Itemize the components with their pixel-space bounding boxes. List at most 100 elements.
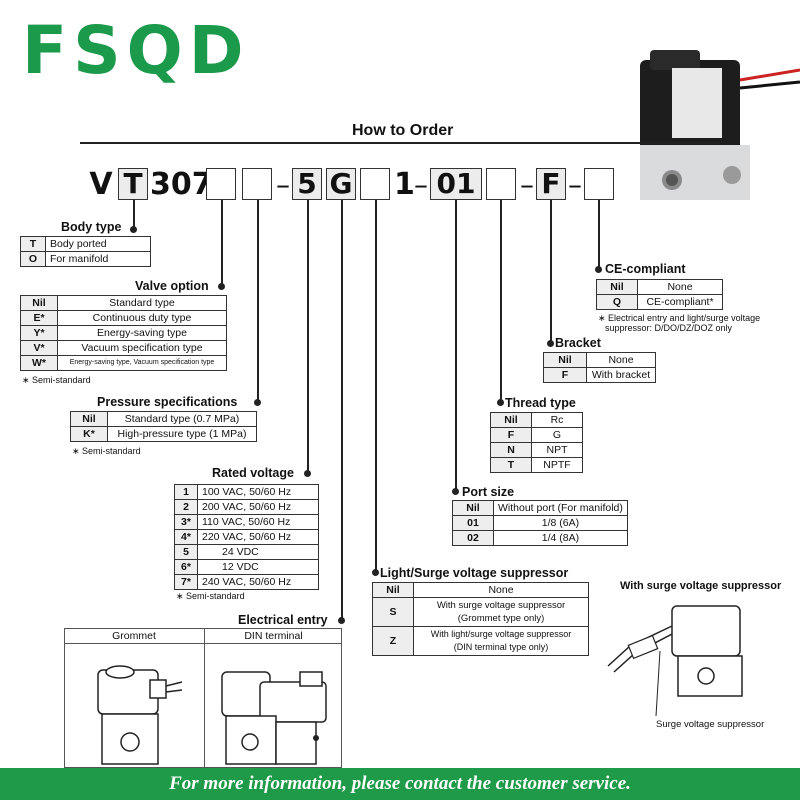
table-cell: Nil xyxy=(70,411,108,427)
surge-suppressor-label: Surge voltage suppressor xyxy=(656,719,765,730)
table-cell: 01 xyxy=(452,515,494,531)
table-cell: Standard type xyxy=(57,295,227,311)
table-cell: 240 VAC, 50/60 Hz xyxy=(197,574,319,590)
code-box-voltage: 5 xyxy=(292,168,322,200)
port-size-heading: Port size xyxy=(462,485,515,499)
connector-dot xyxy=(595,266,602,273)
table-cell: 200 VAC, 50/60 Hz xyxy=(197,499,319,515)
code-num-1: 1 xyxy=(394,167,415,202)
title-divider xyxy=(80,142,720,144)
table-cell: Nil xyxy=(543,352,587,368)
connector-line xyxy=(133,200,135,230)
connector-line xyxy=(500,200,502,402)
connector-line xyxy=(598,200,600,270)
table-cell: Standard type (0.7 MPa) xyxy=(107,411,257,427)
table-cell: 100 VAC, 50/60 Hz xyxy=(197,484,319,500)
thread-type-heading: Thread type xyxy=(505,396,576,410)
valve-option-note: ∗ Semi-standard xyxy=(22,375,91,385)
electrical-entry-heading: Electrical entry xyxy=(238,613,328,627)
table-cell: 110 VAC, 50/60 Hz xyxy=(197,514,319,530)
table-cell: 1/8 (6A) xyxy=(493,515,628,531)
code-dash: – xyxy=(520,168,534,201)
table-cell: O xyxy=(20,251,46,267)
connector-dot xyxy=(547,340,554,347)
rated-voltage-note: ∗ Semi-standard xyxy=(176,591,245,601)
table-cell: None xyxy=(637,279,723,295)
table-cell: 12 VDC xyxy=(197,559,319,575)
surge-suppressor-drawing xyxy=(607,605,743,717)
ce-note-line2: suppressor: D/DO/DZ/DOZ only xyxy=(605,323,733,333)
bracket-heading: Bracket xyxy=(555,336,601,350)
light-surge-heading: Light/Surge voltage suppressor xyxy=(380,566,569,580)
code-box-ce xyxy=(584,168,614,200)
connector-line xyxy=(307,200,309,474)
table-cell: Y* xyxy=(20,325,58,341)
table-cell: With bracket xyxy=(586,367,656,383)
table-cell: K* xyxy=(70,426,108,442)
din-terminal-valve-drawing xyxy=(221,671,327,765)
electrical-entry-panel xyxy=(64,628,342,768)
table-cell: Z xyxy=(372,626,414,656)
surge-figure-heading: With surge voltage suppressor xyxy=(620,580,782,592)
table-cell: T xyxy=(20,236,46,252)
din-terminal-label: DIN terminal xyxy=(204,628,342,644)
code-box-electrical: G xyxy=(326,168,356,200)
table-cell-line: With surge voltage suppressor xyxy=(436,600,566,611)
brand-logo: FSQD xyxy=(22,12,250,89)
code-dash: – xyxy=(276,168,290,201)
ce-heading: CE-compliant xyxy=(605,262,686,276)
connector-dot xyxy=(130,226,137,233)
code-prefix-v: V xyxy=(89,167,113,202)
table-cell: Nil xyxy=(372,582,414,598)
table-cell: High-pressure type (1 MPa) xyxy=(107,426,257,442)
connector-line xyxy=(341,200,343,620)
table-cell: F xyxy=(543,367,587,383)
connector-dot xyxy=(372,569,379,576)
rated-voltage-heading: Rated voltage xyxy=(212,466,294,480)
table-cell: With light/surge voltage suppressor(DIN … xyxy=(413,626,589,656)
code-box-pressure xyxy=(242,168,272,200)
table-cell-line: With light/surge voltage suppressor xyxy=(430,629,572,639)
ce-note-line1: ∗ Electrical entry and light/surge volta… xyxy=(598,313,761,323)
pressure-note: ∗ Semi-standard xyxy=(72,446,141,456)
connector-line xyxy=(221,200,223,286)
table-cell: Without port (For manifold) xyxy=(493,500,628,516)
table-cell: 5 xyxy=(174,544,198,560)
table-cell: Energy-saving type, Vacuum specification… xyxy=(57,355,227,371)
table-cell: 02 xyxy=(452,530,494,546)
grommet-label: Grommet xyxy=(64,628,204,644)
table-cell: E* xyxy=(20,310,58,326)
connector-dot xyxy=(218,283,225,290)
table-cell: Nil xyxy=(596,279,638,295)
connector-line xyxy=(550,200,552,343)
table-cell: S xyxy=(372,597,414,627)
table-cell: Energy-saving type xyxy=(57,325,227,341)
table-cell: N xyxy=(490,442,532,458)
table-cell: For manifold xyxy=(45,251,151,267)
table-cell: 6* xyxy=(174,559,198,575)
table-cell: Body ported xyxy=(45,236,151,252)
code-box-light-surge xyxy=(360,168,390,200)
connector-dot xyxy=(497,399,504,406)
grommet-valve-drawing xyxy=(97,665,183,765)
table-cell: Vacuum specification type xyxy=(57,340,227,356)
table-cell: Rc xyxy=(531,412,583,428)
code-box-port-size: 01 xyxy=(430,168,482,200)
table-cell: 3* xyxy=(174,514,198,530)
table-cell: W* xyxy=(20,355,58,371)
table-cell: G xyxy=(531,427,583,443)
footer-banner: For more information, please contact the… xyxy=(0,768,800,800)
code-box-thread xyxy=(486,168,516,200)
table-cell: 24 VDC xyxy=(197,544,319,560)
table-cell: None xyxy=(413,582,589,598)
panel-divider xyxy=(204,628,205,768)
code-dash: – xyxy=(414,168,428,201)
